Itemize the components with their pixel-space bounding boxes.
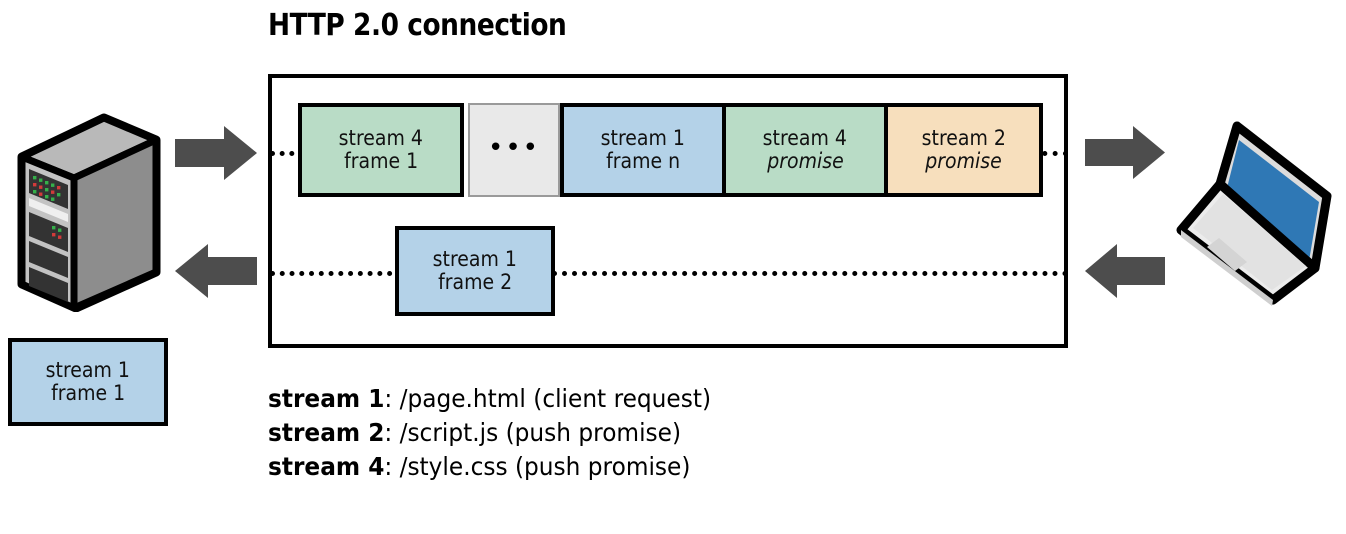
frame-line-2: frame 1 [343, 149, 419, 173]
legend-row-stream-1: stream 1: /page.html (client request) [268, 382, 711, 416]
arrow-right-server-out-icon [175, 126, 257, 185]
laptop-icon [1175, 118, 1340, 313]
arrow-left-client-out-icon [1085, 244, 1165, 303]
wire-bottom-left [270, 271, 402, 276]
legend-stream-name: stream 1 [268, 384, 385, 413]
frame-line-1: stream 1 [45, 358, 131, 383]
page-title: HTTP 2.0 connection [268, 8, 567, 43]
frame-line-1: stream 1 [600, 126, 686, 151]
legend-row-stream-2: stream 2: /script.js (push promise) [268, 416, 711, 450]
frame-box-stream1-frame2: stream 1 frame 2 [395, 226, 555, 316]
frame-line-2: frame 2 [437, 270, 513, 294]
frame-box-stream1-frame1-queued: stream 1 frame 1 [8, 338, 168, 426]
frame-line-2: frame 1 [50, 381, 126, 405]
frame-box-stream1-framen: stream 1 frame n [560, 103, 726, 197]
wire-top-left [270, 151, 304, 156]
http2-connection-frame [268, 74, 1068, 348]
frame-line-1: stream 4 [338, 126, 424, 151]
legend-row-stream-4: stream 4: /style.css (push promise) [268, 450, 711, 484]
frame-box-ellipsis: ••• [468, 103, 560, 197]
frame-line-1: stream 4 [762, 126, 848, 151]
frame-line-1: stream 2 [921, 126, 1006, 151]
ellipsis-label: ••• [487, 132, 540, 163]
frame-box-stream4-promise: stream 4 promise [722, 103, 888, 197]
frame-box-stream2-promise: stream 2 promise [884, 103, 1043, 197]
outbound-frame-train: stream 4 frame 1 ••• stream 1 frame n st… [298, 103, 1043, 197]
legend-stream-name: stream 2 [268, 418, 385, 447]
frame-line-2: promise [925, 149, 1002, 173]
wire-bottom-right [552, 271, 1068, 276]
arrow-left-server-in-icon [175, 244, 257, 303]
legend-stream-detail: : /script.js (push promise) [384, 418, 682, 447]
legend-stream-detail: : /page.html (client request) [384, 384, 712, 413]
frame-line-2: promise [766, 149, 844, 173]
frame-line-2: frame n [605, 149, 681, 173]
frame-line-1: stream 1 [432, 247, 518, 272]
legend-stream-name: stream 4 [268, 452, 385, 481]
stream-legend: stream 1: /page.html (client request) st… [268, 382, 744, 484]
legend-stream-detail: : /style.css (push promise) [384, 452, 691, 481]
arrow-right-client-in-icon [1085, 126, 1165, 184]
frame-box-stream4-frame1: stream 4 frame 1 [298, 103, 464, 197]
server-icon [8, 112, 168, 317]
wire-top-right [1032, 151, 1068, 156]
